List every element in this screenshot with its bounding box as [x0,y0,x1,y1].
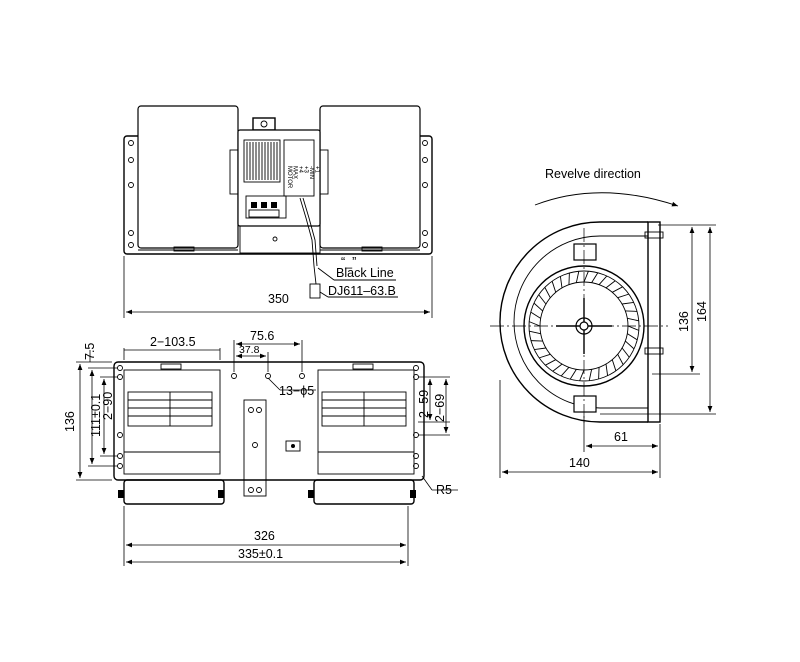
dim-2-90: 2−90 [101,392,115,420]
dim-136-front: 136 [63,411,77,432]
top-plate-holes [128,140,428,248]
lead-connector [309,283,321,299]
impeller [523,265,645,387]
dim-326: 326 [254,529,275,543]
mount-bottom [573,395,597,413]
dim-140: 140 [569,456,590,470]
dim-350: 350 [268,292,289,306]
rotation-arrow [534,192,679,207]
impeller-blade [559,276,563,288]
impeller-blade [627,325,639,331]
impeller-blade [569,369,577,380]
top-right-housing [319,105,421,249]
impeller-blade [598,275,608,285]
dim-75-6: 75.6 [250,329,274,343]
impeller-blade [627,333,638,341]
impeller-blade [551,281,557,293]
impeller-blade [533,302,543,312]
motor-label-line: -MIN [308,166,314,179]
side-flange [647,221,661,423]
motor-label-line: MOTOR [286,166,292,189]
impeller-blade [544,287,551,298]
polarity-label: “_” [341,255,356,269]
impeller-blade [575,271,580,283]
front-left-outline [123,369,221,475]
impeller-blade [539,353,551,359]
impeller-blade [529,321,541,327]
dim-13-holes: 13−ϕ5 [279,384,314,398]
impeller-blade [530,311,541,319]
front-plate-holes [117,365,419,469]
motor-label-line: +4 [297,166,303,174]
motor-label-plate [283,139,315,197]
impeller-blade [625,340,635,350]
impeller-blade [611,359,617,371]
motor-label-line: +1 [314,166,320,174]
impeller-blade [588,369,593,381]
dim-r5: R5 [436,483,452,497]
lead-label: Black Line [336,266,394,280]
motor-housing: MOTORMAX+4+3-MIN+1 [229,117,329,227]
impeller-blade [622,301,634,305]
impeller-blade [545,359,556,366]
motor-label-line: +3 [303,166,309,174]
impeller-blade [591,272,599,283]
impeller-blade [534,347,546,351]
impeller-blade [617,293,629,299]
top-view: MOTORMAX+4+3-MIN+1 “_” Black Line DJ611–… [123,105,433,318]
dim-61: 61 [614,430,628,444]
dim-7-5: 7.5 [83,343,97,360]
front-view: 2−103.5 75.6 37.8 13−ϕ5 136 7.5 111±0.1 … [63,329,458,566]
motor-label: MOTORMAX+4+3-MIN+1 [286,166,320,189]
impeller-blade [529,330,541,335]
dim-164: 164 [695,301,709,322]
dim-37-8: 37.8 [239,344,260,356]
impeller-blade [560,367,570,377]
impeller-blade [552,363,563,372]
dim-335: 335±0.1 [238,547,283,561]
rotation-label: Revelve direction [545,167,641,181]
dim-2-69: 2−69 [433,394,447,422]
side-view: Revelve direction 136 [490,167,716,478]
connector-label: DJ611–63.B [328,284,396,298]
lead-wire [299,197,317,285]
top-center-bracket [239,224,321,254]
dim-2-103-5: 2−103.5 [150,335,196,349]
dim-111: 111±0.1 [89,394,103,437]
front-center-bracket [243,399,267,497]
impeller-blade [612,286,623,293]
mount-top [573,243,597,261]
dim-136-side: 136 [677,311,691,332]
impeller-blade [583,271,589,283]
impeller-blade [605,364,609,376]
impeller-blade [617,354,624,365]
front-right-outline [317,369,415,475]
front-base-plate [113,361,425,481]
front-left-outlet [123,479,225,505]
top-left-housing [137,105,239,249]
scroll-housing [499,221,648,423]
impeller-blade [538,294,547,305]
impeller-blade [627,317,639,322]
impeller-blade [605,280,616,289]
motor-fins [243,139,281,183]
impeller-blade [621,347,630,358]
dim-2-59: 2−59 [417,390,431,418]
front-right-outlet [313,479,415,505]
impeller-blade [579,369,585,381]
motor-label-line: MAX [292,166,298,179]
